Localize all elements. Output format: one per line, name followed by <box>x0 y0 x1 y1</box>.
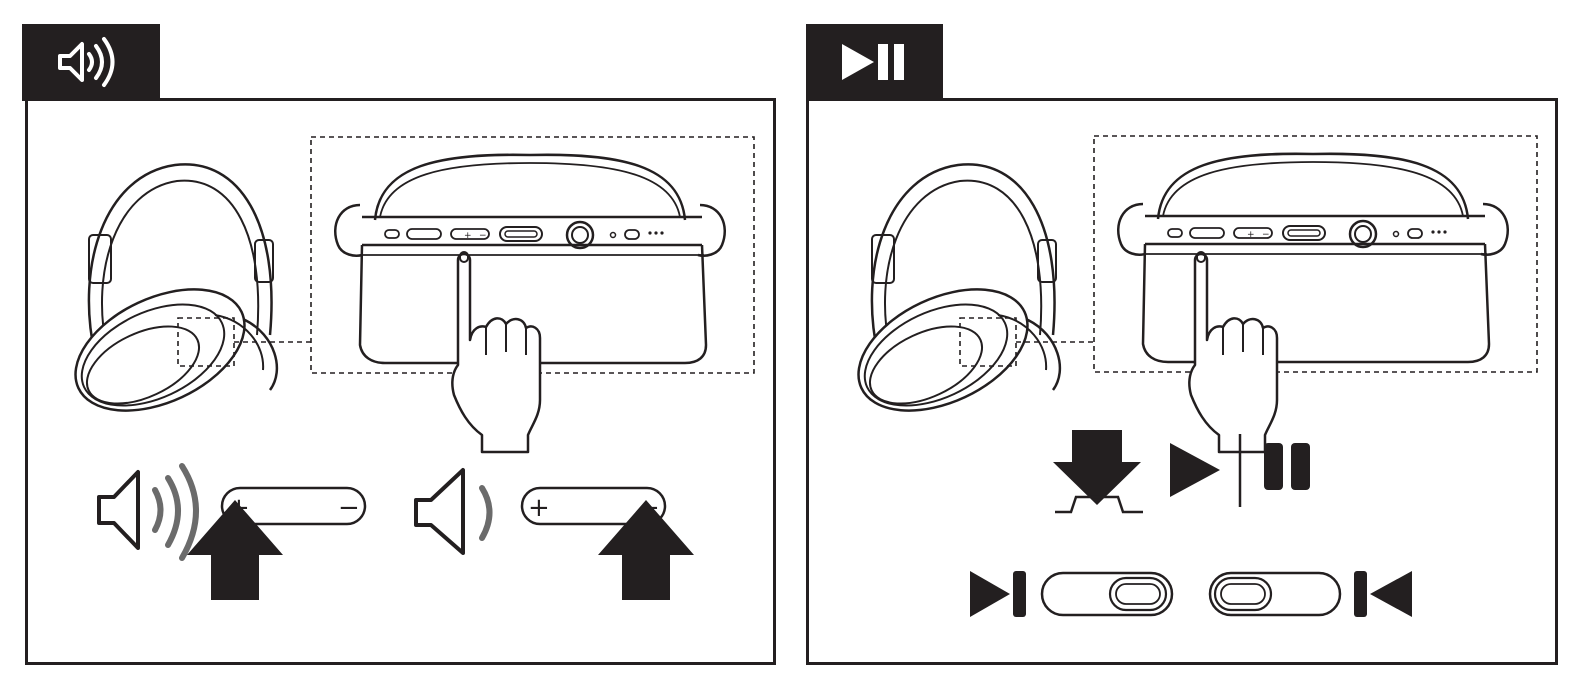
pause-icon <box>1264 443 1310 490</box>
speaker-quiet-icon <box>414 468 493 555</box>
volume-key-up <box>220 486 367 526</box>
controls-zoom-frame-right <box>1093 135 1538 373</box>
headset-plus-right: + <box>1247 230 1255 240</box>
next-track-icon <box>970 571 1026 617</box>
headset-plus-left: + <box>464 231 472 241</box>
volume-tab <box>22 24 160 101</box>
slider-key-right-position <box>1040 571 1174 617</box>
speaker-volume-icon <box>58 37 115 87</box>
headphones-illustration-right <box>838 163 1062 437</box>
previous-track-icon <box>1354 571 1412 617</box>
headset-controls-right: + − <box>1116 152 1510 364</box>
slider-key-left-position <box>1208 571 1342 617</box>
play-icon <box>1170 443 1220 497</box>
controls-zoom-marker-left <box>177 317 235 367</box>
volume-key-down <box>520 486 667 526</box>
pressing-hand-right <box>1188 250 1279 454</box>
headset-minus-left: − <box>479 231 487 241</box>
track-skip-row <box>970 571 1412 617</box>
volume-down-illustration: + − <box>414 468 694 600</box>
press-play-pause-row <box>1053 430 1310 514</box>
playback-tab <box>806 24 943 101</box>
pressing-hand-left <box>451 250 542 454</box>
play-pause-icon <box>842 44 904 80</box>
headphones-illustration-left <box>55 163 279 437</box>
volume-up-illustration: + − <box>97 463 367 600</box>
headset-controls-left: + − <box>333 153 727 365</box>
controls-zoom-marker-right <box>959 317 1017 367</box>
press-down-icon <box>1053 430 1143 514</box>
speaker-loud-icon <box>97 463 199 561</box>
volume-key-minus-label-up: − <box>338 493 360 523</box>
headset-minus-right: − <box>1262 230 1270 240</box>
volume-key-plus-label-down: + <box>528 493 550 523</box>
